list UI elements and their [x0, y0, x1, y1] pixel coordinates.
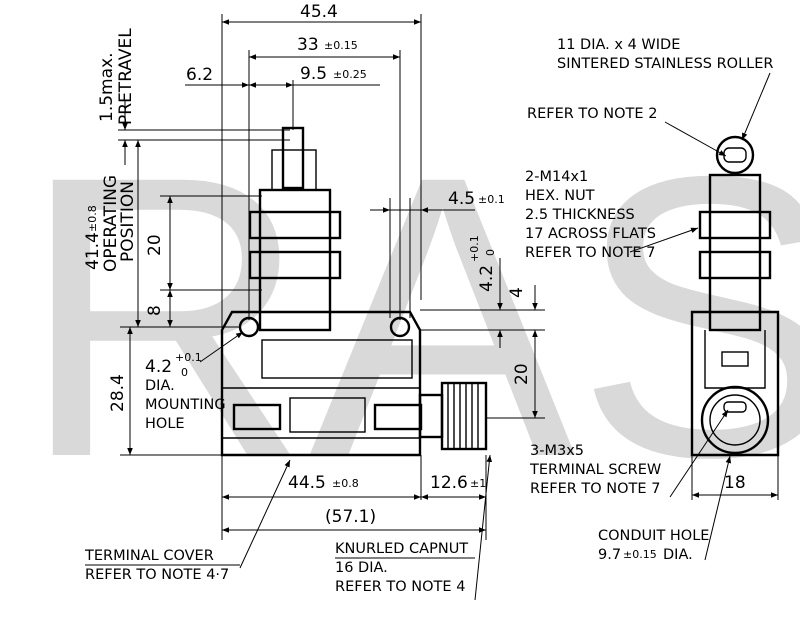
dim-8: 8: [145, 305, 165, 316]
svg-text:16 DIA.: 16 DIA.: [335, 560, 388, 576]
svg-text:±0.15: ±0.15: [324, 39, 358, 52]
dim-28-4: 28.4: [108, 374, 128, 412]
dim-44-5: 44.5: [288, 473, 326, 493]
svg-text:HEX. NUT: HEX. NUT: [525, 188, 595, 204]
dim-4-5: 4.5: [448, 189, 475, 209]
svg-text:SINTERED STAINLESS ROLLER: SINTERED STAINLESS ROLLER: [557, 56, 773, 72]
svg-text:REFER TO NOTE 2: REFER TO NOTE 2: [527, 106, 657, 122]
svg-text:0: 0: [484, 249, 497, 256]
svg-text:3-M3x5: 3-M3x5: [530, 443, 584, 459]
dim-pretravel: 1.5max.: [97, 53, 117, 122]
dim-20-right: 20: [512, 363, 532, 385]
svg-text:±1: ±1: [470, 477, 486, 490]
svg-text:±0.1: ±0.1: [478, 193, 505, 206]
svg-text:DIA.: DIA.: [663, 547, 693, 563]
svg-text:REFER TO NOTE 7: REFER TO NOTE 7: [525, 245, 655, 261]
conduit-capnut: [700, 385, 770, 455]
svg-text:17 ACROSS FLATS: 17 ACROSS FLATS: [525, 226, 656, 242]
label-pretravel: PRETRAVEL: [116, 28, 136, 125]
svg-text:0: 0: [181, 366, 188, 379]
svg-text:KNURLED CAPNUT: KNURLED CAPNUT: [335, 541, 468, 557]
svg-text:9.7: 9.7: [598, 547, 621, 563]
svg-text:2.5 THICKNESS: 2.5 THICKNESS: [525, 207, 635, 223]
svg-text:CONDUIT HOLE: CONDUIT HOLE: [598, 528, 709, 544]
side-hex-lower: [698, 250, 772, 280]
svg-text:±0.15: ±0.15: [623, 548, 657, 561]
svg-text:REFER TO NOTE 4: REFER TO NOTE 4: [335, 579, 465, 595]
knurled-capnut: [440, 381, 488, 451]
dim-33: 33: [297, 35, 319, 55]
dim-6-2: 6.2: [186, 65, 213, 85]
hole-dim: 4.2: [145, 357, 172, 377]
dim-41-4: 41.4: [83, 232, 103, 270]
svg-text:+0.1: +0.1: [175, 351, 202, 364]
threaded-body: [258, 188, 332, 332]
svg-text:2-M14x1: 2-M14x1: [525, 169, 588, 185]
svg-text:+0.1: +0.1: [468, 235, 481, 262]
svg-text:11 DIA. x 4 WIDE: 11 DIA. x 4 WIDE: [557, 37, 680, 53]
svg-text:±0.25: ±0.25: [333, 68, 367, 81]
svg-text:±0.8: ±0.8: [332, 477, 359, 490]
dim-45-4: 45.4: [300, 2, 338, 22]
svg-text:MOUNTING: MOUNTING: [145, 397, 226, 413]
dim-57-1: (57.1): [325, 507, 376, 527]
hex-nut-lower: [248, 250, 342, 280]
dim-18: 18: [724, 473, 746, 493]
dim-20-left: 20: [145, 234, 165, 256]
svg-text:REFER TO NOTE 7: REFER TO NOTE 7: [530, 481, 660, 497]
terminal-screw-left: [232, 403, 282, 431]
side-view-outline: [629, 72, 780, 561]
hex-nut-upper: [248, 210, 342, 240]
svg-text:TERMINAL SCREW: TERMINAL SCREW: [529, 462, 661, 478]
dim-12-6: 12.6: [430, 473, 468, 493]
dim-9-5: 9.5: [300, 64, 327, 84]
roller-wheel: [715, 135, 755, 175]
svg-text:HOLE: HOLE: [145, 416, 185, 432]
front-view-dimensions: [118, 14, 545, 601]
svg-text:REFER TO NOTE 4·7: REFER TO NOTE 4·7: [85, 567, 229, 583]
label-position: POSITION: [118, 181, 138, 262]
side-hex-upper: [698, 210, 772, 240]
svg-text:TERMINAL COVER: TERMINAL COVER: [84, 548, 214, 564]
dim-4: 4: [507, 287, 527, 298]
label-operating: OPERATING: [101, 175, 121, 272]
dim-4-2-right: 4.2: [477, 265, 497, 292]
terminal-cover-window: [261, 339, 413, 379]
svg-text:±0.8: ±0.8: [86, 205, 99, 232]
svg-text:DIA.: DIA.: [145, 378, 175, 394]
